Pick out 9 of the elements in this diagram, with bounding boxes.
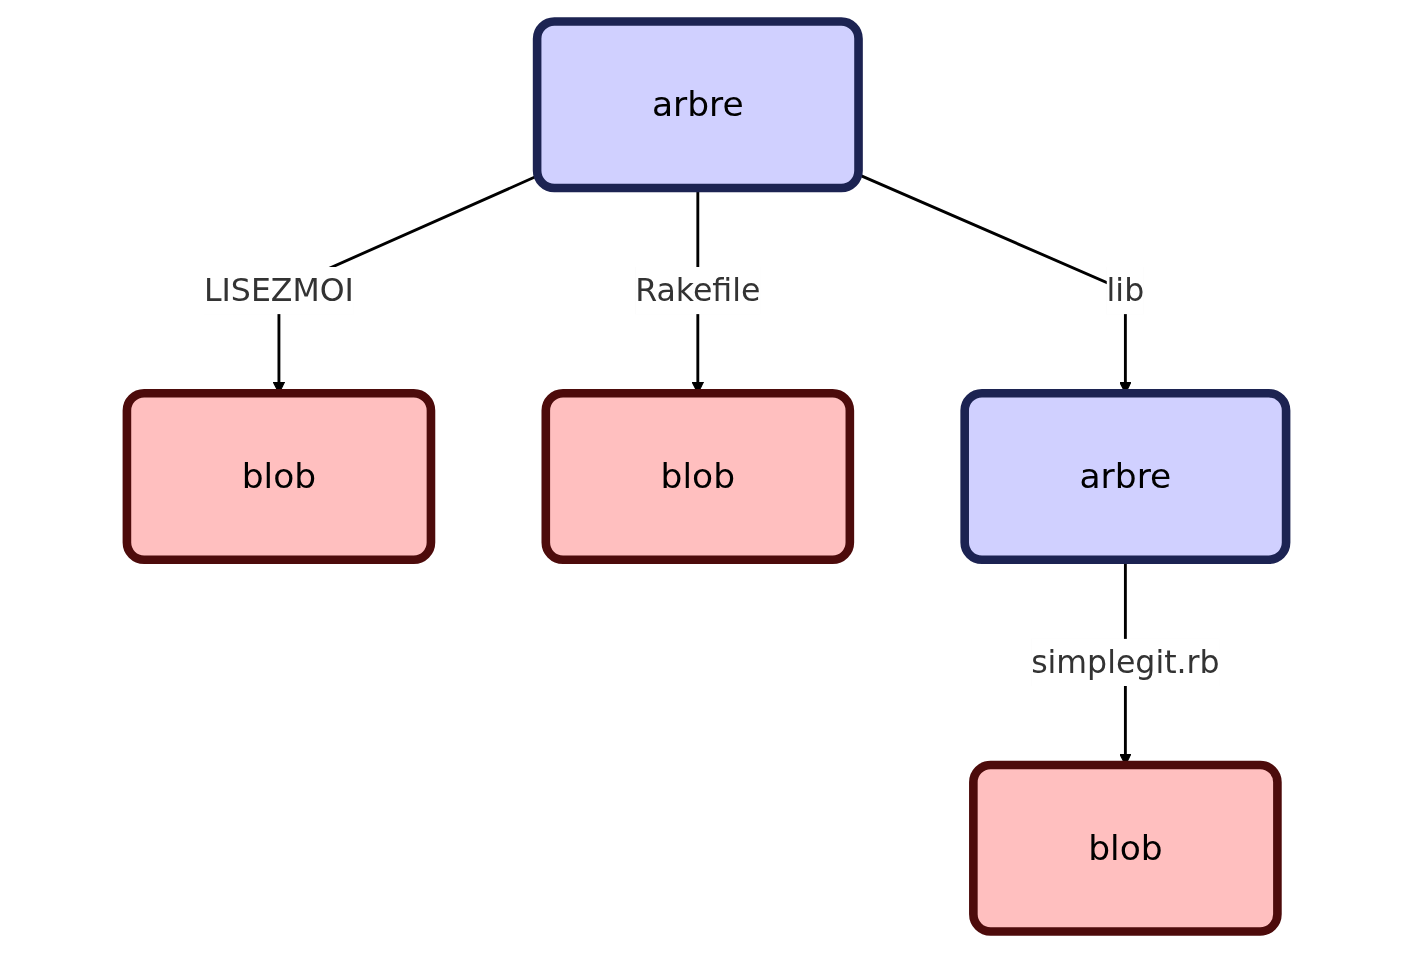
node-box: blob (969, 760, 1282, 936)
edge-label: simplegit.rb (1031, 644, 1220, 681)
edge-label: Rakefile (635, 272, 761, 309)
node-box: blob (541, 388, 855, 565)
edge-label: LISEZMOI (203, 272, 354, 309)
node-box: arbre (532, 17, 863, 193)
node-box: blob (122, 388, 436, 565)
edge-label: lib (1106, 272, 1145, 309)
node-box: arbre (960, 388, 1291, 565)
